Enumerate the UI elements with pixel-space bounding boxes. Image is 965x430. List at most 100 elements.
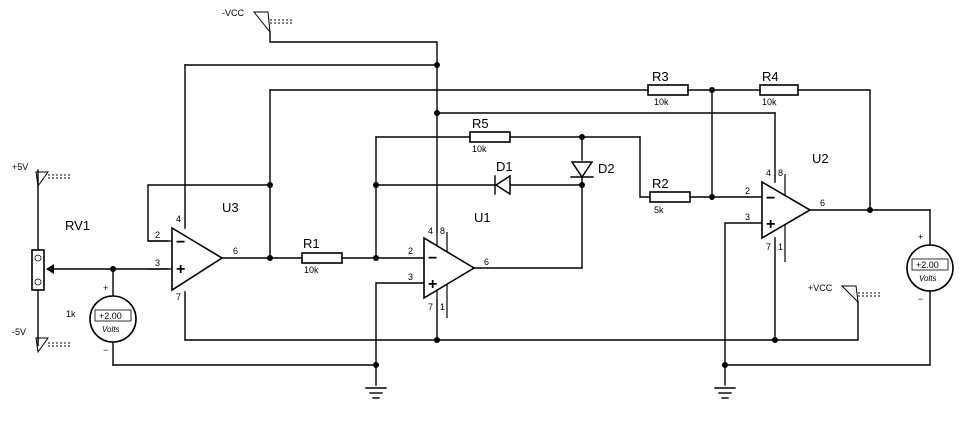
pin-number: 8	[440, 226, 445, 236]
resistor-r3-body	[647, 84, 689, 96]
junction-dot	[867, 207, 873, 213]
opamp-u2-plus: +	[766, 216, 775, 233]
resistor-r3-name: R3	[652, 69, 669, 84]
ground-u1[interactable]	[365, 387, 387, 399]
power-minus5-label: -5V	[12, 327, 26, 337]
resistor-r2-name: R2	[652, 176, 669, 191]
opamp-u3[interactable]: − + U3 2 3 6 4 7	[148, 200, 239, 302]
power-flag-icon	[252, 11, 271, 34]
wiper-down-icon	[34, 278, 42, 286]
wire-posvcc	[184, 291, 859, 341]
voltmeter-left[interactable]: +2.00 Volts + −	[89, 283, 137, 355]
pin-number: 4	[766, 168, 771, 178]
junction-dot	[373, 255, 379, 261]
resistor-r2-value: 5k	[654, 205, 664, 215]
pin-number: 1	[778, 242, 783, 252]
diode-d2-icon	[570, 161, 594, 179]
voltmeter-right-display	[911, 258, 949, 271]
voltmeter-left-minus: −	[103, 345, 108, 355]
opamp-u3-body	[171, 226, 224, 292]
junction-dot	[772, 337, 778, 343]
diode-d2-name: D2	[598, 161, 615, 176]
resistor-r5[interactable]: R5 10k	[469, 116, 511, 154]
junction-dot	[579, 182, 585, 188]
pin-number: 7	[428, 302, 433, 312]
opamp-u3-name: U3	[222, 200, 239, 215]
voltmeter-right[interactable]: +2.00 Volts + −	[906, 232, 954, 304]
opamp-u2[interactable]: − + U2 2 3 6 4 8 7 1	[745, 151, 829, 262]
diode-d2[interactable]: D2	[570, 161, 615, 179]
pin-number: 1	[440, 302, 445, 312]
resistor-r4[interactable]: R4 10k	[759, 69, 799, 107]
resistor-r1-value: 10k	[304, 265, 319, 275]
junction-dot	[434, 110, 440, 116]
voltmeter-right-unit: Volts	[919, 274, 937, 283]
junction-dot	[709, 194, 715, 200]
power-pos-vcc[interactable]: +VCC	[808, 283, 882, 304]
potentiometer-rv1-body	[31, 249, 45, 291]
wiper-arrow-icon	[46, 264, 54, 274]
resistor-r4-name: R4	[762, 69, 779, 84]
wire-negvcc-feed	[269, 31, 438, 233]
power-neg-vcc[interactable]: -VCC	[222, 8, 294, 34]
opamp-u1-minus: −	[428, 250, 437, 267]
pin-number: 8	[778, 168, 783, 178]
resistor-r3[interactable]: R3 10k	[647, 69, 689, 107]
junction-dot	[110, 266, 116, 272]
junction-dot	[722, 362, 728, 368]
pin-number: 7	[766, 242, 771, 252]
wiper-up-icon	[34, 254, 42, 262]
voltmeter-right-minus: −	[918, 294, 923, 304]
power-minus5[interactable]: -5V	[12, 327, 70, 354]
power-pos-vcc-label: +VCC	[808, 283, 833, 293]
wire-u3-feedback	[147, 184, 271, 242]
junction-dot	[267, 182, 273, 188]
potentiometer-rv1-value: 1k	[66, 309, 76, 319]
power-plus5-label: +5V	[12, 162, 28, 172]
resistor-r1[interactable]: R1 10k	[301, 236, 343, 275]
wire-r4-out	[797, 89, 871, 211]
junctions	[110, 62, 873, 368]
potentiometer-rv1[interactable]: RV1 1k	[31, 218, 90, 319]
resistor-r5-body	[469, 131, 511, 143]
power-flag-icon	[840, 285, 859, 304]
pin-number: 6	[820, 198, 825, 208]
opamp-u3-minus: −	[176, 234, 185, 251]
diode-d1-name: D1	[496, 159, 513, 174]
potentiometer-rv1-name: RV1	[65, 218, 90, 233]
resistor-r5-value: 10k	[472, 144, 487, 154]
opamp-u1[interactable]: − + U1 2 3 6 4 8 7 1	[408, 210, 491, 318]
opamp-u1-plus: +	[428, 276, 437, 293]
junction-dot	[373, 362, 379, 368]
junction-dot	[267, 255, 273, 261]
junction-dot	[434, 337, 440, 343]
pin-number: 3	[155, 258, 160, 268]
junction-dot	[434, 62, 440, 68]
resistor-r2[interactable]: R2 5k	[649, 176, 691, 215]
opamp-u2-body	[761, 180, 812, 240]
resistor-r4-body	[759, 84, 799, 96]
opamp-u2-minus: −	[766, 190, 775, 207]
pin-number: 4	[428, 226, 433, 236]
diode-d1[interactable]: D1	[494, 159, 513, 196]
pin-number: 6	[484, 257, 489, 267]
ground-u2[interactable]	[714, 387, 736, 399]
power-plus5[interactable]: +5V	[12, 162, 70, 188]
resistor-r1-body	[301, 252, 343, 264]
voltmeter-left-display	[94, 309, 132, 322]
pin-number: 2	[408, 246, 413, 256]
resistor-r5-name: R5	[472, 116, 489, 131]
voltmeter-right-reading: +2.00	[916, 260, 939, 270]
opamp-u2-name: U2	[812, 151, 829, 166]
resistor-r3-value: 10k	[654, 97, 669, 107]
wire-vm-right-gnd	[724, 291, 931, 366]
voltmeter-right-plus: +	[918, 232, 923, 242]
opamp-u1-body	[423, 236, 476, 300]
junction-dot	[373, 182, 379, 188]
wire-r2-in	[639, 136, 651, 198]
pin-number: 2	[155, 230, 160, 240]
voltmeter-left-plus: +	[103, 283, 108, 293]
resistor-r1-name: R1	[303, 236, 320, 251]
pin-number: 4	[176, 214, 181, 224]
power-flag-icon	[35, 171, 49, 188]
